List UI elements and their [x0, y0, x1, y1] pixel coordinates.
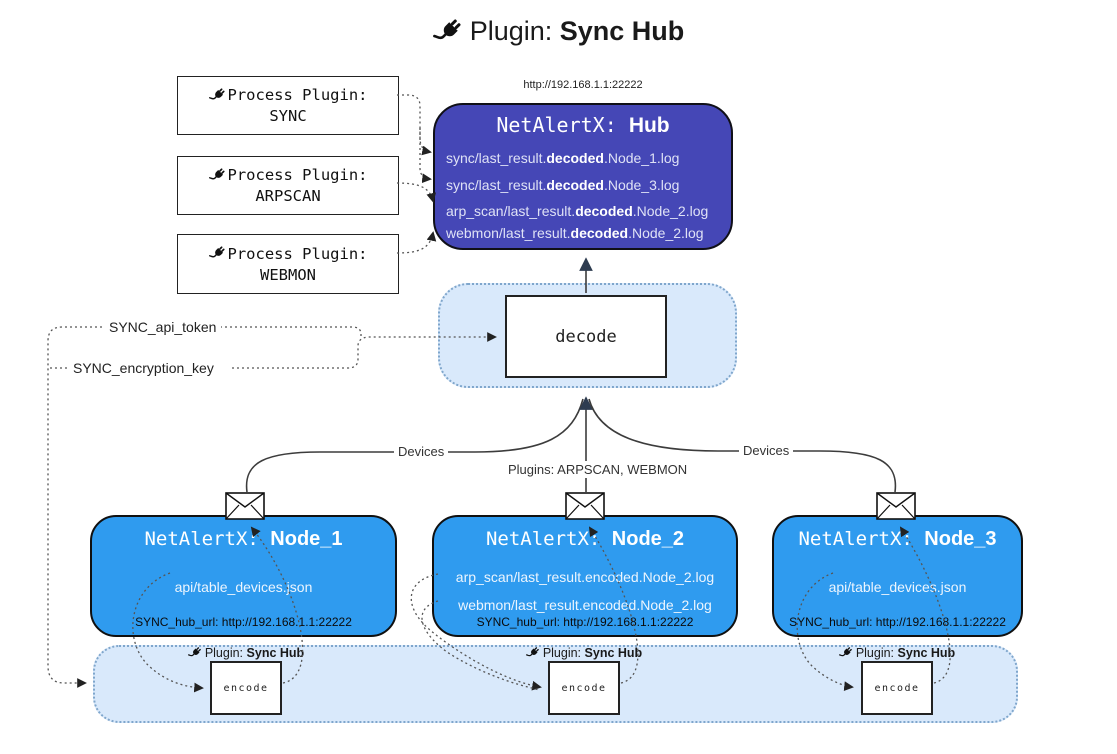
node-title-name: Node_2	[611, 528, 685, 550]
plug-icon	[188, 646, 202, 660]
node-box-node2: NetAlertX: Node_2 arp_scan/last_result.e…	[432, 515, 738, 637]
hub-log-line: webmon/last_result.decoded.Node_2.log	[446, 225, 704, 241]
process-plugin-name: WEBMON	[260, 265, 316, 284]
node-hub-url: SYNC_hub_url: http://192.168.1.1:22222	[476, 615, 694, 629]
process-plugin-name: SYNC	[269, 107, 307, 125]
node-title-prefix: NetAlertX:	[798, 528, 913, 550]
plug-icon	[839, 646, 853, 660]
decode-box: decode	[505, 295, 667, 378]
edge-label-devices-left: Devices	[394, 443, 449, 460]
node-title-prefix: NetAlertX:	[485, 528, 601, 550]
plug-icon	[209, 87, 226, 104]
page-title: Plugin: Sync Hub	[0, 16, 1117, 47]
process-plugin-label: Process Plugin:	[227, 244, 368, 263]
encode-plugin-label: Plugin: Sync Hub	[161, 646, 331, 660]
process-plugin-label: Process Plugin:	[227, 86, 368, 104]
encode-label: encode	[561, 682, 607, 694]
plug-icon	[526, 646, 540, 660]
process-plugin-box-sync: Process Plugin: SYNC	[177, 76, 399, 135]
node-file: arp_scan/last_result.encoded.Node_2.log	[455, 569, 715, 585]
encode-plugin-label: Plugin: Sync Hub	[499, 646, 669, 660]
encode-box: encode	[548, 661, 620, 715]
node-box-node1: NetAlertX: Node_1 api/table_devices.json…	[90, 515, 397, 637]
hub-box: NetAlertX: Hub sync/last_result.decoded.…	[433, 103, 733, 250]
plug-icon	[209, 245, 226, 262]
process-plugin-box-webmon: Process Plugin: WEBMON	[177, 234, 399, 294]
node-title-prefix: NetAlertX:	[144, 528, 259, 550]
process-plugin-box-arpscan: Process Plugin: ARPSCAN	[177, 156, 399, 215]
hub-log-line: arp_scan/last_result.decoded.Node_2.log	[446, 203, 709, 219]
encode-label: encode	[874, 682, 920, 694]
encode-box: encode	[861, 661, 933, 715]
connector-process-to-hub	[396, 94, 437, 254]
edge-label-devices-right: Devices	[739, 442, 794, 459]
envelope-icon	[565, 492, 605, 520]
encode-label: encode	[223, 682, 269, 694]
node-file: webmon/last_result.encoded.Node_2.log	[458, 597, 712, 613]
envelope-icon	[225, 492, 265, 520]
encode-plugin-label: Plugin: Sync Hub	[812, 646, 982, 660]
node-title-name: Node_1	[270, 528, 343, 550]
sync-encryption-key-label: SYNC_encryption_key	[68, 359, 219, 377]
hub-url-label: http://192.168.1.1:22222	[523, 79, 643, 91]
node-hub-url: SYNC_hub_url: http://192.168.1.1:22222	[135, 615, 352, 629]
decode-label: decode	[555, 326, 617, 347]
title-prefix: Plugin:	[469, 16, 553, 46]
connector-nodes-to-decode	[245, 396, 897, 493]
process-plugin-label: Process Plugin:	[227, 166, 368, 184]
node-box-node3: NetAlertX: Node_3 api/table_devices.json…	[772, 515, 1023, 637]
hub-title-prefix: NetAlertX:	[496, 113, 617, 137]
encode-box: encode	[210, 661, 282, 715]
hub-log-line: sync/last_result.decoded.Node_1.log	[446, 150, 680, 166]
node-file: api/table_devices.json	[828, 579, 967, 595]
title-name: Sync Hub	[559, 16, 685, 46]
edge-label-plugins-center: Plugins: ARPSCAN, WEBMON	[504, 461, 692, 478]
sync-api-token-label: SYNC_api_token	[104, 318, 222, 336]
node-hub-url: SYNC_hub_url: http://192.168.1.1:22222	[789, 615, 1006, 629]
plug-icon	[433, 17, 463, 47]
node-title-name: Node_3	[924, 528, 997, 550]
node-file: api/table_devices.json	[174, 579, 313, 595]
envelope-icon	[876, 492, 916, 520]
process-plugin-name: ARPSCAN	[255, 187, 321, 205]
plug-icon	[209, 167, 226, 184]
hub-title-name: Hub	[628, 114, 670, 137]
hub-log-line: sync/last_result.decoded.Node_3.log	[446, 177, 680, 193]
